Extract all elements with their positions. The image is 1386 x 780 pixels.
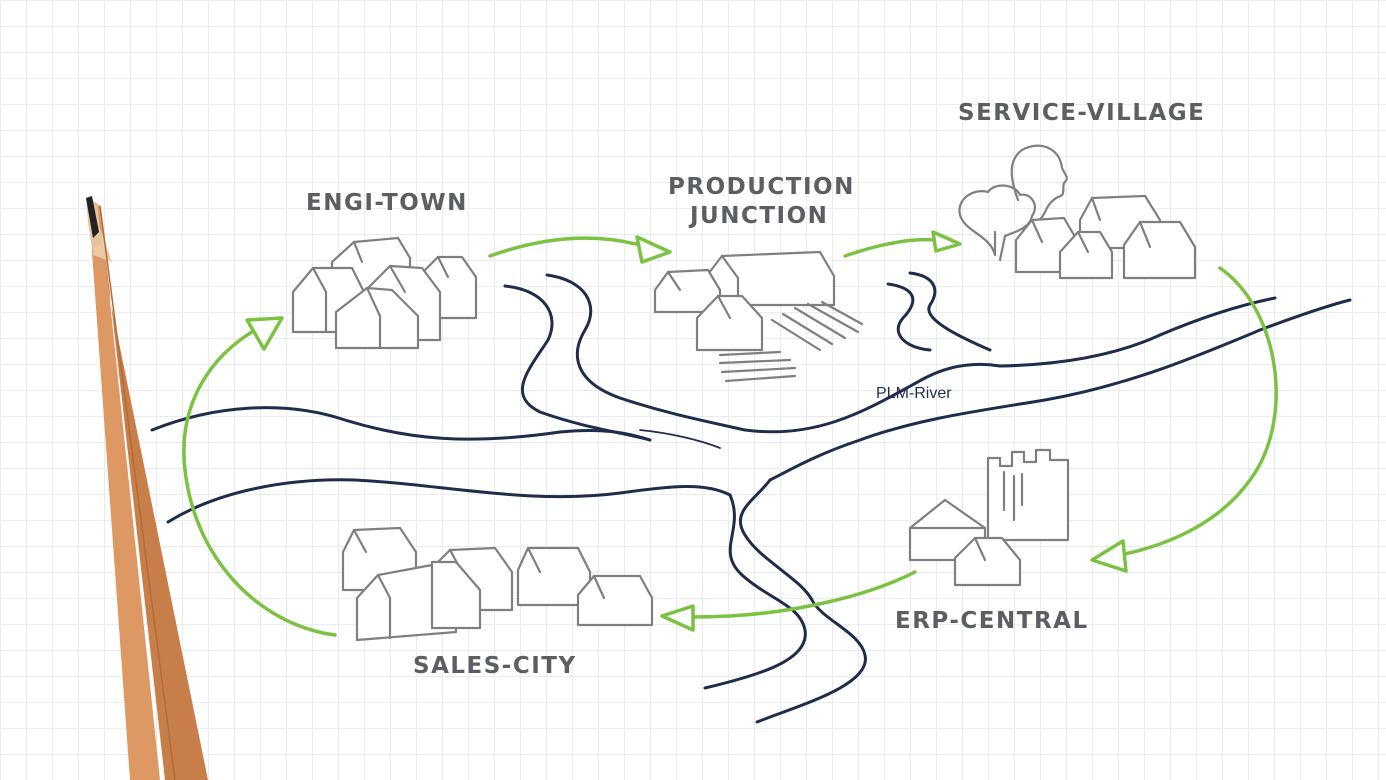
field-furrows xyxy=(718,350,797,383)
flow-arrow-service-to-erp xyxy=(1090,266,1278,573)
erp-central-buildings xyxy=(908,448,1070,587)
person-head-icon xyxy=(1010,144,1068,228)
plm-river xyxy=(150,271,1352,724)
arrowhead-icon xyxy=(635,235,672,264)
arrowhead-icon xyxy=(660,604,695,632)
service-village-label: Service-Village xyxy=(958,100,1206,126)
sales-city-buildings xyxy=(341,526,654,642)
flow-arrow-engi-to-production xyxy=(488,235,672,264)
house-icon xyxy=(576,574,654,627)
erp-central-label: ERP-Central xyxy=(895,608,1089,634)
arrowhead-icon xyxy=(1090,539,1128,573)
tree-icon xyxy=(958,184,1036,262)
pencil-icon xyxy=(86,196,208,780)
castle-tower-icon xyxy=(986,448,1070,542)
flow-arrows xyxy=(182,230,1278,637)
field-furrows xyxy=(770,300,864,352)
house-icon xyxy=(1122,220,1197,280)
engi-town-label: Engi-Town xyxy=(306,190,468,216)
arrowhead-icon xyxy=(931,230,962,253)
flow-arrow-production-to-service xyxy=(843,230,962,258)
production-junction-buildings xyxy=(653,250,864,383)
production-junction-label-line2: Junction xyxy=(690,203,829,229)
engi-town-houses xyxy=(291,236,478,350)
production-junction-label-line1: Production xyxy=(668,174,855,200)
arrowhead-icon xyxy=(245,316,284,351)
house-icon xyxy=(430,560,482,630)
flow-arrow-sales-to-engi xyxy=(182,316,337,637)
flow-arrow-erp-to-sales xyxy=(660,570,917,632)
service-village xyxy=(958,144,1197,280)
river-label: PLM-River xyxy=(876,385,952,402)
sales-city-label: Sales-City xyxy=(413,653,577,679)
